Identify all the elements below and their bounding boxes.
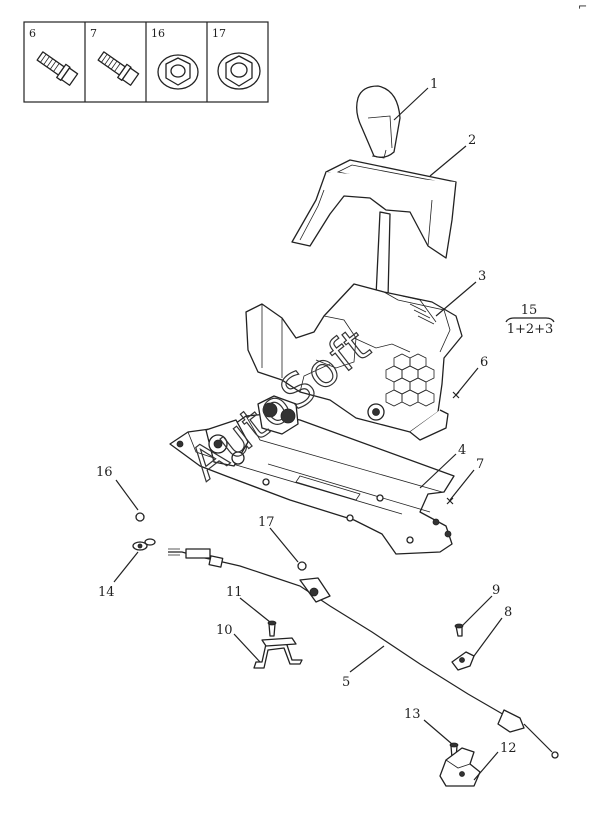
callout-16: 16 bbox=[96, 465, 113, 480]
callout-12: 12 bbox=[500, 741, 517, 756]
washer-16 bbox=[135, 512, 145, 522]
callout-17: 17 bbox=[258, 515, 275, 530]
cable-bracket-10 bbox=[253, 637, 303, 669]
fastener-legend: 6 7 16 17 bbox=[23, 21, 269, 103]
callout-2: 2 bbox=[468, 133, 476, 148]
shifter-housing bbox=[245, 211, 463, 441]
corner-mark: ⌐ bbox=[578, 0, 587, 13]
bolt-icon bbox=[97, 51, 140, 86]
callout-7: 7 bbox=[476, 457, 484, 472]
callout-4: 4 bbox=[458, 443, 466, 458]
assembly-note: 15 1+2+3 bbox=[505, 303, 555, 337]
callout-11: 11 bbox=[226, 585, 243, 600]
shift-cable bbox=[168, 548, 559, 759]
callout-10: 10 bbox=[216, 623, 233, 638]
bolt-11 bbox=[267, 620, 277, 637]
legend-cell-17-number: 17 bbox=[212, 27, 226, 40]
callout-5: 5 bbox=[342, 675, 350, 690]
callout-1: 1 bbox=[430, 77, 438, 92]
fastener-mark-7 bbox=[446, 497, 454, 505]
flange-nut-icon bbox=[217, 52, 261, 90]
shift-knob bbox=[356, 85, 401, 159]
callout-14: 14 bbox=[98, 585, 115, 600]
callout-9: 9 bbox=[492, 583, 500, 598]
bolt-9 bbox=[454, 623, 464, 637]
callout-8: 8 bbox=[504, 605, 512, 620]
callout-6: 6 bbox=[480, 355, 488, 370]
cable-bracket-12 bbox=[439, 747, 481, 787]
base-bracket bbox=[169, 395, 455, 555]
legend-cell-7-number: 7 bbox=[90, 27, 97, 40]
bolt-icon bbox=[36, 51, 79, 86]
clip-8 bbox=[451, 651, 475, 671]
callout-labels: 1 2 3 4 5 6 7 8 9 10 11 12 13 14 16 17 bbox=[96, 77, 517, 756]
assembly-number: 15 bbox=[521, 303, 538, 318]
callout-3: 3 bbox=[478, 269, 486, 284]
legend-cell-6-number: 6 bbox=[29, 27, 36, 40]
flange-nut-icon bbox=[157, 54, 199, 90]
cable-clip-14 bbox=[132, 538, 156, 551]
assembly-components: 1+2+3 bbox=[507, 322, 554, 337]
legend-cell-16-number: 16 bbox=[151, 27, 165, 40]
leader-lines bbox=[113, 87, 503, 781]
indicator-bezel bbox=[291, 159, 457, 259]
callout-13: 13 bbox=[404, 707, 421, 722]
washer-17 bbox=[297, 561, 307, 571]
